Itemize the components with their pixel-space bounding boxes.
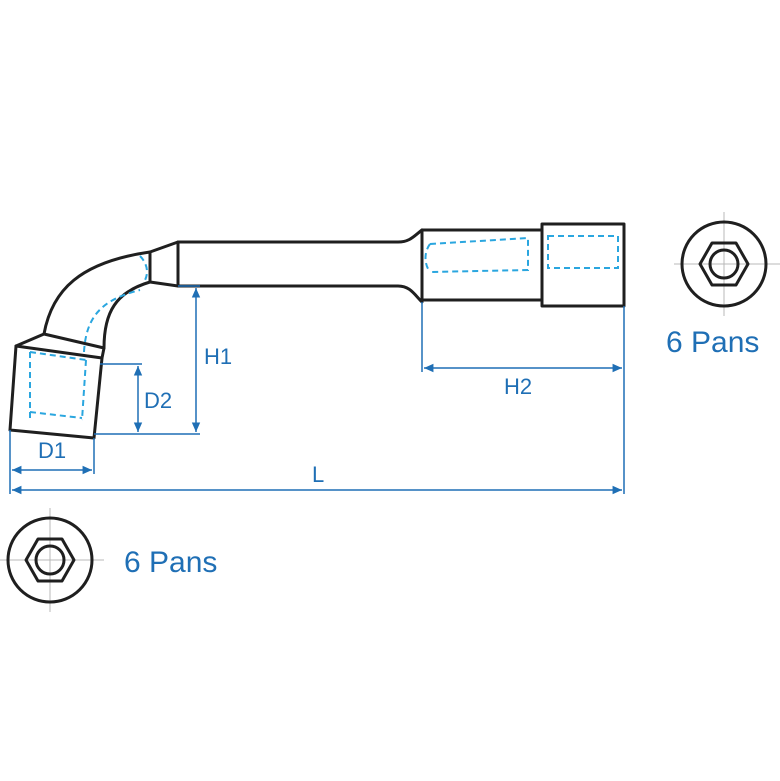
l-label: L (312, 462, 324, 487)
collar (148, 240, 180, 288)
extension-lines (9, 285, 625, 494)
shaft-top (176, 228, 424, 244)
pans-left-label: 6 Pans (124, 546, 217, 579)
d1-label: D1 (38, 438, 66, 463)
dimension-lines (12, 288, 622, 495)
h2-label: H2 (504, 374, 532, 399)
hex-right-inner-circle (708, 248, 740, 280)
neck-outer (42, 250, 152, 336)
wrench-outline (8, 222, 626, 440)
left-socket-top (14, 332, 106, 360)
hex-left-inner-circle (34, 544, 66, 576)
hex-left-icon (24, 537, 76, 583)
pans-right-label: 6 Pans (666, 326, 759, 359)
shaft-bottom (176, 284, 424, 304)
left-socket (8, 344, 104, 440)
hex-right-icon (698, 241, 750, 287)
hex-left-outer-circle (6, 516, 94, 604)
h1-label: H1 (204, 344, 232, 369)
hex-right-outer-circle (680, 220, 768, 308)
neck-inner (102, 280, 152, 350)
d2-label: D2 (144, 388, 172, 413)
hex-profile-left (0, 508, 104, 612)
hex-profile-right (674, 212, 780, 316)
hidden-lines (29, 235, 619, 421)
